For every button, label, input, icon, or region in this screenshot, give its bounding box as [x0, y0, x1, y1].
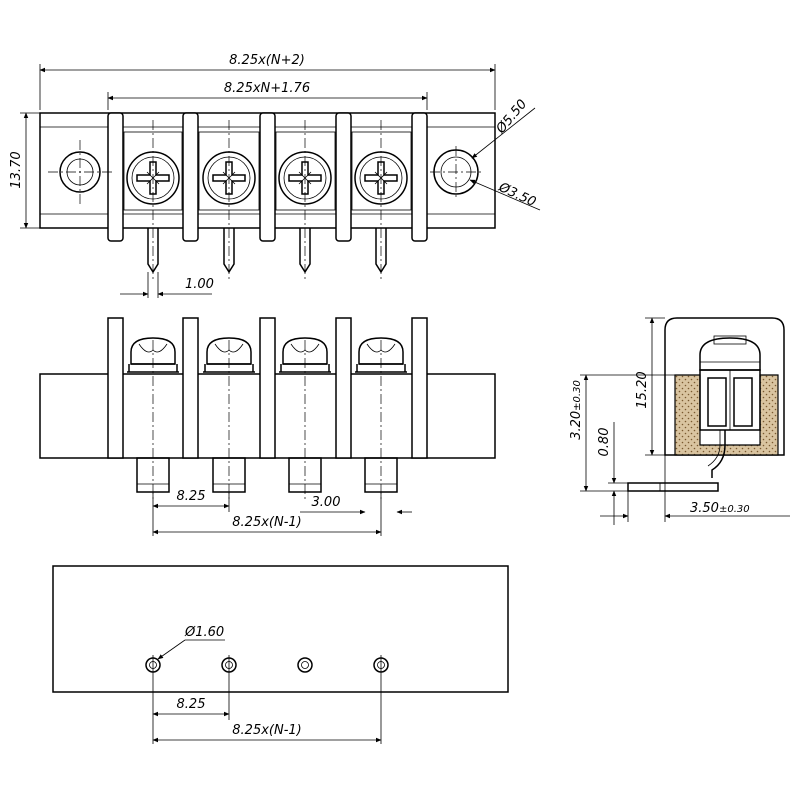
barrier [335, 112, 352, 242]
side-pin-extension-label: 3.50±0.30 [690, 501, 750, 516]
barrier [182, 112, 199, 242]
front-view: 8.25 3.00 8.25x(N-1) [39, 317, 496, 536]
pcb-outline [52, 565, 509, 693]
pin-span-front-label: 8.25x(N-1) [232, 515, 301, 530]
barrier [411, 112, 428, 242]
side-height-label: 15.20 [635, 371, 650, 408]
pin-span-pcb-label: 8.25x(N-1) [232, 723, 301, 738]
side-pin-thickness-label: 0.80 [597, 428, 612, 457]
height-label: 13.70 [9, 151, 24, 188]
inner-length-label: 8.25xN+1.76 [224, 81, 310, 96]
barrier [259, 112, 276, 242]
pin-width-label: 1.00 [185, 277, 214, 292]
side-pin [627, 482, 719, 492]
side-pin-offset-label: 3.20±0.30 [569, 380, 584, 440]
pitch-pcb-label: 8.25 [177, 697, 206, 712]
side-body-outline [664, 317, 785, 456]
pitch-front-label: 8.25 [177, 489, 206, 504]
pin-length-label: 3.00 [312, 495, 341, 510]
pcb-hole-label: Ø1.60 [184, 625, 224, 640]
pcb-holes [145, 657, 389, 673]
barrier [107, 112, 124, 242]
pcb-layout: Ø1.60 8.25 8.25x(N-1) [52, 565, 509, 744]
top-view: 8.25x(N+2) 8.25xN+1.76 13.70 Ø5.50 Ø3.50… [9, 53, 541, 298]
mount-hole-inner-label: Ø3.50 [495, 180, 538, 211]
overall-length-label: 8.25x(N+2) [229, 53, 305, 68]
side-view: 15.20 3.20±0.30 0.80 3.50±0.30 [569, 317, 790, 525]
front-pins [136, 457, 398, 493]
mount-hole-outer-label: Ø5.50 [493, 97, 530, 137]
mount-hole-right [430, 146, 482, 198]
